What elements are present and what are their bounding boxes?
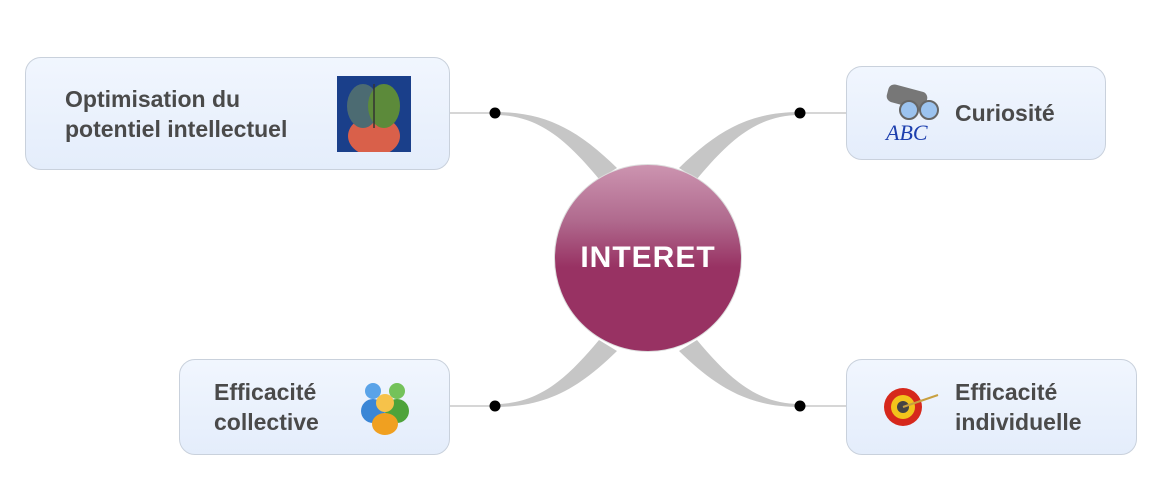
connector-top-right bbox=[679, 112, 800, 179]
topic-optimisation[interactable]: Optimisation du potentiel intellectuel bbox=[25, 57, 450, 170]
connector-bottom-left bbox=[495, 340, 617, 407]
topic-label: Optimisation du bbox=[65, 85, 241, 112]
topic-label: Curiosité bbox=[955, 100, 1055, 126]
connector-top-left bbox=[495, 112, 617, 179]
topic-efficacite-collective[interactable]: Efficacité collective bbox=[179, 359, 450, 455]
connector-dot bbox=[794, 400, 806, 412]
svg-text:ABC: ABC bbox=[884, 120, 928, 142]
topic-label: collective bbox=[214, 409, 319, 435]
central-topic-label: INTERET bbox=[580, 241, 716, 274]
target-icon bbox=[884, 388, 939, 426]
central-topic[interactable]: INTERET bbox=[554, 164, 742, 352]
binoculars-abc-icon: ABC bbox=[884, 84, 939, 142]
topic-label: individuelle bbox=[955, 409, 1082, 435]
connector-dot bbox=[794, 107, 806, 119]
topic-label: Efficacité bbox=[214, 379, 317, 405]
connector-dot bbox=[489, 400, 501, 412]
brain-head-icon bbox=[337, 75, 411, 152]
connector-bottom-right bbox=[679, 340, 800, 407]
topic-efficacite-individuelle[interactable]: Efficacité individuelle bbox=[846, 359, 1137, 455]
topic-label: potentiel intellectuel bbox=[65, 115, 288, 142]
topic-curiosite[interactable]: ABC Curiosité bbox=[846, 66, 1106, 160]
connector-dot bbox=[489, 107, 501, 119]
people-group-icon bbox=[361, 383, 409, 435]
topic-label: Efficacité bbox=[955, 379, 1058, 405]
